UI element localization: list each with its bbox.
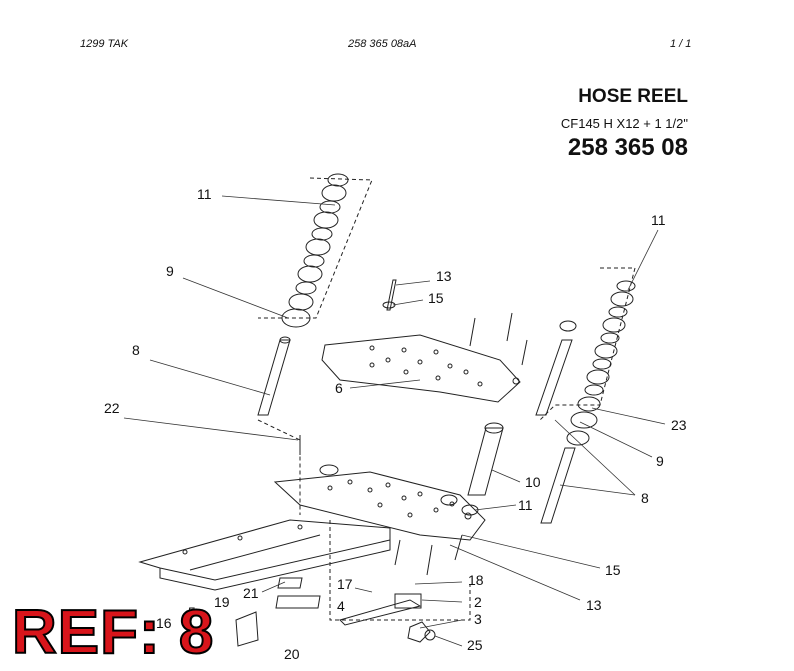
- callout-25: 25: [467, 637, 483, 653]
- callout-3: 3: [474, 611, 482, 627]
- callout-10: 10: [525, 474, 541, 490]
- callout-8-a: 8: [132, 342, 140, 358]
- callout-20: 20: [284, 646, 300, 662]
- spring-19: [235, 611, 259, 647]
- spacer-10: [467, 427, 504, 496]
- crank-arm: [339, 599, 422, 626]
- header-left: 1299 TAK: [80, 38, 129, 50]
- spacer-tube-left: [257, 339, 291, 416]
- lower-plate: [273, 471, 486, 541]
- callout-6: 6: [335, 380, 343, 396]
- spacer-tube-right-lower: [540, 447, 576, 524]
- callout-13-a: 13: [436, 268, 452, 284]
- callout-8-b: 8: [641, 490, 649, 506]
- roller-stack-left: [281, 173, 349, 328]
- header-center: 258 365 08aA: [348, 38, 417, 50]
- bolt-upper: [386, 279, 397, 311]
- dashed-guide-left: [258, 177, 373, 319]
- part-number: 258 365 08: [567, 134, 688, 161]
- callout-16: 16: [156, 615, 172, 631]
- upper-plate: [321, 334, 521, 403]
- leader-lines: [123, 195, 666, 647]
- upper-plate-holes: [369, 345, 520, 387]
- callout-21: 21: [243, 585, 259, 601]
- callout-11-c: 11: [518, 497, 533, 513]
- document-subtitle: CF145 H X12 + 1 1/2": [560, 116, 688, 131]
- callout-22: 22: [104, 400, 120, 416]
- callout-19: 19: [214, 594, 230, 610]
- callout-11-b: 11: [651, 212, 666, 228]
- callout-17: 17: [337, 576, 353, 592]
- callout-15-a: 15: [428, 290, 444, 306]
- callout-9-a: 9: [166, 263, 174, 279]
- callout-5: 5: [188, 604, 196, 620]
- lower-plate-holes: [327, 479, 472, 520]
- header-right: 1 / 1: [670, 38, 692, 50]
- roller-stack-right: [566, 280, 636, 446]
- callout-15-b: 15: [605, 562, 621, 578]
- callout-23: 23: [671, 417, 687, 433]
- bracket-21: [277, 577, 303, 589]
- dashed-guide-bottom: [329, 520, 471, 621]
- document-title: HOSE REEL: [578, 86, 688, 107]
- callout-18: 18: [468, 572, 484, 588]
- callout-4: 4: [337, 598, 345, 614]
- ref-badge: REF: 8: [11, 598, 215, 667]
- callout-9-b: 9: [656, 453, 664, 469]
- callout-11-a: 11: [197, 186, 212, 202]
- spacer-tube-right-upper: [535, 339, 573, 416]
- bracket-20: [275, 595, 321, 609]
- dashed-guide-left-lower: [257, 419, 301, 515]
- callout-13-b: 13: [586, 597, 602, 613]
- callout-2: 2: [474, 594, 482, 610]
